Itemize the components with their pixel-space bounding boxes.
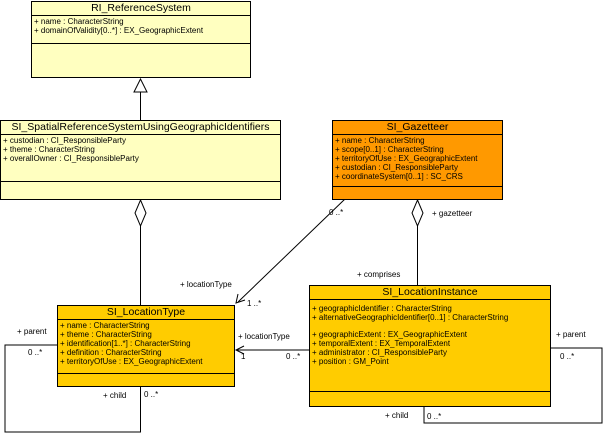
multiplicity-label: 0 ..*: [286, 352, 301, 361]
class-si-spatial-reference-system[interactable]: SI_SpatialReferenceSystemUsingGeographic…: [0, 120, 281, 200]
attribute: + custodian : CI_ResponsibleParty: [335, 163, 458, 172]
role-label: + locationType: [180, 280, 232, 289]
attribute: + geographicIdentifier : CharacterString: [312, 304, 452, 313]
attribute-list: + name : CharacterString + scope[0..1] :…: [333, 135, 502, 187]
attribute: + name : CharacterString: [335, 136, 425, 145]
class-si-location-instance[interactable]: SI_LocationInstance + geographicIdentifi…: [309, 285, 551, 407]
multiplicity-label: 0 ..*: [427, 412, 442, 421]
attribute: + alternativeGeographicIdentifier[0..1] …: [312, 313, 509, 322]
attribute: + theme : CharacterString: [60, 330, 152, 339]
attribute: + overallOwner : CI_ResponsibleParty: [3, 154, 139, 163]
class-name: SI_SpatialReferenceSystemUsingGeographic…: [1, 121, 280, 135]
attribute: + domainOfValidity[0..*] : EX_Geographic…: [34, 26, 204, 35]
class-name: SI_Gazetteer: [333, 121, 502, 135]
role-label: + gazetteer: [432, 209, 473, 218]
attribute: + name : CharacterString: [34, 17, 124, 26]
locationtype-self-association: [4, 344, 141, 433]
attribute: + temporalExtent : EX_TemporalExtent: [312, 339, 451, 348]
class-ri-reference-system[interactable]: RI_ReferenceSystem + name : CharacterStr…: [31, 1, 251, 78]
aggregation-diamond-spatial: [134, 198, 147, 228]
gazetteer-locationtype-line: [237, 198, 346, 303]
attribute-list: + geographicIdentifier : CharacterString…: [310, 300, 550, 392]
class-si-gazetteer[interactable]: SI_Gazetteer + name : CharacterString + …: [332, 120, 503, 200]
attribute: + theme : CharacterString: [3, 145, 95, 154]
attribute: + administrator : CI_ResponsibleParty: [312, 348, 447, 357]
attribute-list: + name : CharacterString + theme : Chara…: [58, 320, 234, 374]
class-name: RI_ReferenceSystem: [32, 2, 250, 16]
attribute: + identification[1..*] : CharacterString: [60, 339, 191, 348]
attribute: + position : GM_Point: [312, 357, 389, 366]
role-label: + parent: [17, 327, 47, 336]
multiplicity-label: 0 ..*: [144, 390, 159, 399]
role-label: + comprises: [357, 270, 401, 279]
attribute: + coordinateSystem[0..1] : SC_CRS: [335, 172, 463, 181]
multiplicity-label: 1: [241, 352, 246, 361]
role-label: + parent: [556, 330, 586, 339]
class-name: SI_LocationType: [58, 306, 234, 320]
attribute: + custodian : CI_ResponsibleParty: [3, 136, 126, 145]
aggregation-diamond-gazetteer: [411, 198, 424, 228]
attribute: + territoryOfUse : EX_GeographicExtent: [335, 154, 478, 163]
attribute-list: + name : CharacterString + domainOfValid…: [32, 16, 250, 44]
locationinstance-self-association: [423, 347, 603, 424]
attribute: + definition : CharacterString: [60, 348, 162, 357]
attribute: + name : CharacterString: [60, 321, 150, 330]
attribute-list: + custodian : CI_ResponsibleParty + them…: [1, 135, 280, 182]
role-label: + child: [103, 391, 127, 400]
generalization-arrowhead: [133, 77, 148, 93]
multiplicity-label: 0 ..*: [329, 208, 344, 217]
multiplicity-label: 1 ..*: [247, 299, 262, 308]
attribute: + geographicExtent : EX_GeographicExtent: [312, 330, 467, 339]
multiplicity-label: 0 ..*: [28, 348, 43, 357]
class-name: SI_LocationInstance: [310, 286, 550, 300]
role-label: + locationType: [238, 332, 290, 341]
multiplicity-label: 0 ..*: [560, 352, 575, 361]
attribute: + scope[0..1] : CharacterString: [335, 145, 444, 154]
attribute: + territoryOfUse : EX_GeographicExtent: [60, 357, 203, 366]
class-si-location-type[interactable]: SI_LocationType + name : CharacterString…: [57, 305, 235, 387]
role-label: + child: [385, 411, 409, 420]
